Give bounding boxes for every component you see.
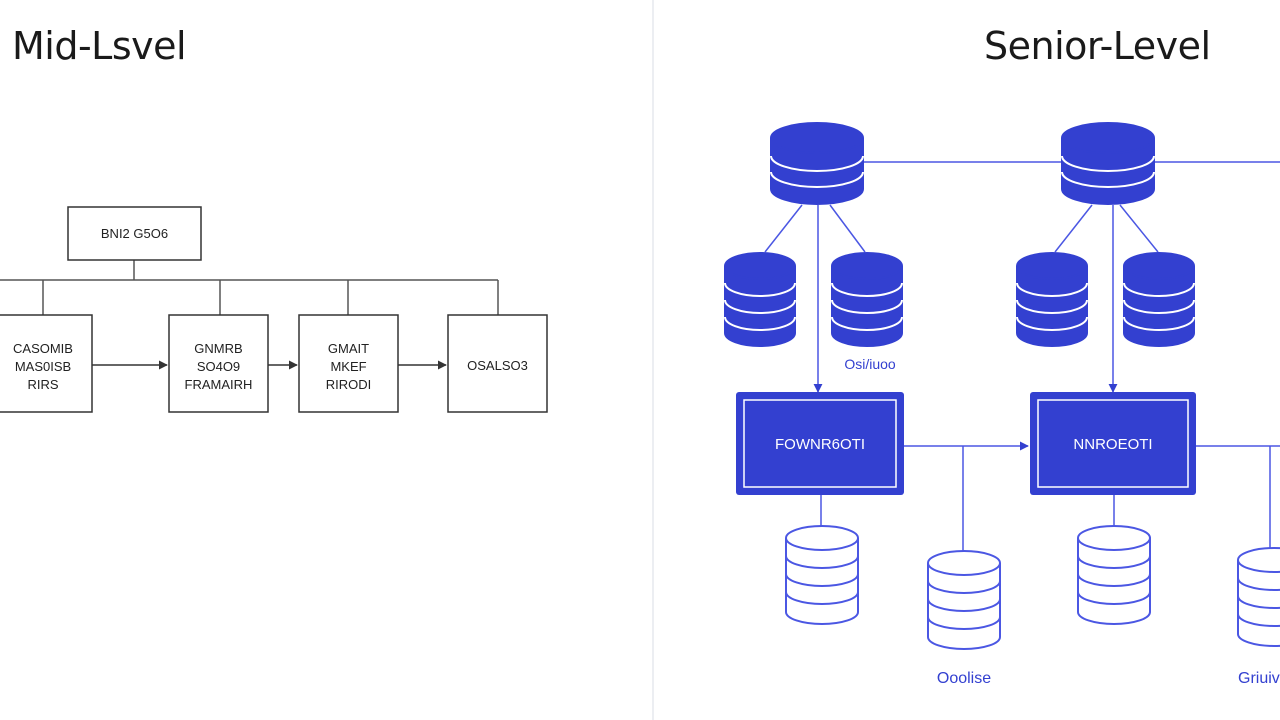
database-icon bbox=[831, 252, 903, 347]
mid-top-box-label: BNI2 G5O6 bbox=[101, 226, 168, 241]
connector-line bbox=[1119, 204, 1159, 253]
database-icon bbox=[770, 122, 864, 205]
mid-box-1-line-2: MAS0ISB bbox=[15, 359, 71, 374]
senior-level-title: Senior-Level bbox=[984, 24, 1211, 68]
mid-box-2-line-1: GNMRB bbox=[194, 341, 242, 356]
mid-box-3-line-1: GMAIT bbox=[328, 341, 369, 356]
database-icon bbox=[1061, 122, 1155, 205]
mid-box-1: CASOMIB MAS0ISB RIRS bbox=[0, 314, 93, 413]
database-icon bbox=[927, 550, 1001, 650]
column-divider bbox=[652, 0, 654, 720]
database-icon bbox=[1077, 525, 1151, 625]
mid-top-box: BNI2 G5O6 bbox=[67, 206, 202, 261]
mid-box-1-line-1: CASOMIB bbox=[13, 341, 73, 356]
connector-line bbox=[764, 204, 803, 253]
database-icon bbox=[1123, 252, 1195, 347]
database-icon bbox=[1237, 547, 1280, 647]
senior-service-box-left: FOWNR6OTI bbox=[736, 392, 904, 495]
senior-bottom-left-label: Ooolise bbox=[937, 670, 991, 687]
senior-mid-label: Osi/iuoo bbox=[844, 356, 896, 372]
senior-service-box-right-label: NNROEOTI bbox=[1073, 436, 1152, 453]
connector-line bbox=[829, 204, 866, 253]
mid-level-diagram bbox=[0, 260, 499, 370]
mid-box-2-line-2: SO4O9 bbox=[197, 359, 240, 374]
database-icon bbox=[1016, 252, 1088, 347]
mid-box-4-label: OSALSO3 bbox=[467, 358, 528, 373]
connector-line bbox=[1054, 204, 1093, 253]
senior-connectors bbox=[764, 161, 1280, 553]
senior-service-box-right: NNROEOTI bbox=[1030, 392, 1196, 495]
mid-box-3: GMAIT MKEF RIRODI bbox=[298, 314, 399, 413]
mid-box-2: GNMRB SO4O9 FRAMAIRH bbox=[168, 314, 269, 413]
senior-bottom-right-label: Griuiv bbox=[1238, 670, 1280, 687]
mid-box-3-line-2: MKEF bbox=[330, 359, 366, 374]
senior-service-box-left-label: FOWNR6OTI bbox=[775, 436, 865, 453]
database-icon bbox=[724, 252, 796, 347]
mid-box-2-line-3: FRAMAIRH bbox=[185, 377, 253, 392]
mid-level-title: Mid-Lsvel bbox=[12, 24, 187, 68]
mid-box-1-line-3: RIRS bbox=[27, 377, 58, 392]
mid-box-3-line-3: RIRODI bbox=[326, 377, 372, 392]
database-icon bbox=[785, 525, 859, 625]
mid-box-4: OSALSO3 bbox=[447, 314, 548, 413]
